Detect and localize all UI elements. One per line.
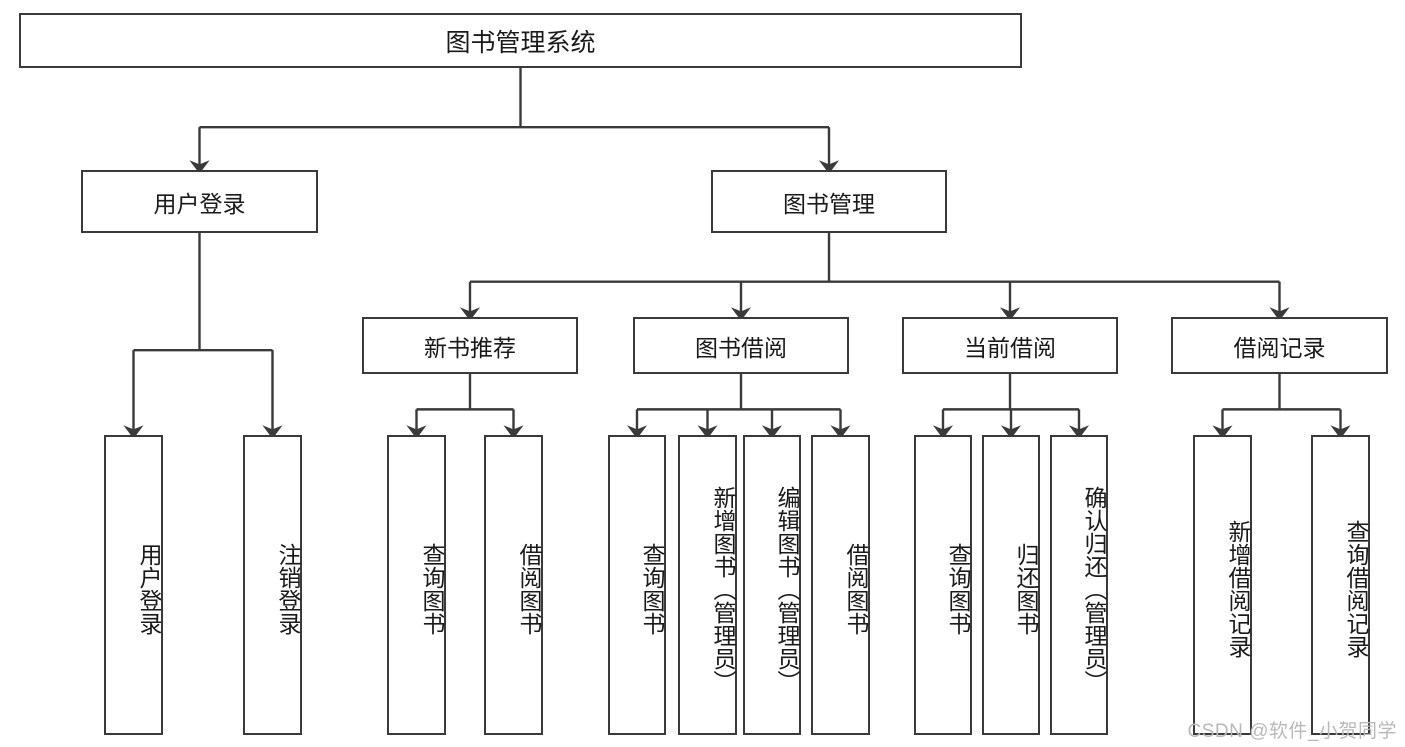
- node-current-borrow[interactable]: 当前借阅: [902, 317, 1118, 374]
- csdn-watermark: CSDN @软件_小贺同学: [1187, 721, 1397, 742]
- node-label: 新增图书（管理员）: [710, 485, 736, 693]
- node-label: 用户登录: [136, 543, 162, 635]
- node-borrow-record[interactable]: 借阅记录: [1171, 317, 1388, 374]
- node-label: 新增借阅记录: [1225, 520, 1251, 658]
- connector-lines: [123, 68, 1351, 439]
- node-leaf-borrow-book-2[interactable]: 借阅图书: [811, 435, 870, 735]
- node-label: 图书借阅: [695, 334, 787, 361]
- node-root[interactable]: 图书管理系统: [19, 13, 1022, 68]
- node-label: 图书管理: [783, 190, 875, 217]
- node-leaf-add-book[interactable]: 新增图书（管理员）: [678, 435, 737, 735]
- node-label: 图书管理系统: [445, 28, 596, 57]
- node-leaf-edit-book[interactable]: 编辑图书（管理员）: [743, 435, 801, 735]
- node-leaf-return-book[interactable]: 归还图书: [982, 435, 1040, 735]
- node-user-login[interactable]: 用户登录: [81, 170, 318, 233]
- node-label: 注销登录: [275, 543, 301, 635]
- node-leaf-add-record[interactable]: 新增借阅记录: [1193, 435, 1252, 735]
- node-label: 借阅记录: [1233, 334, 1326, 361]
- node-label: 用户登录: [153, 190, 246, 217]
- node-leaf-query-book-1[interactable]: 查询图书: [387, 435, 446, 735]
- node-new-book-rec[interactable]: 新书推荐: [362, 317, 578, 374]
- node-book-borrow[interactable]: 图书借阅: [633, 317, 849, 374]
- node-label: 借阅图书: [843, 543, 869, 635]
- node-label: 新书推荐: [424, 334, 516, 361]
- node-leaf-confirm-return[interactable]: 确认归还（管理员）: [1050, 435, 1108, 735]
- node-label: 查询图书: [419, 543, 445, 635]
- node-leaf-borrow-book-1[interactable]: 借阅图书: [484, 435, 543, 735]
- node-leaf-query-book-3[interactable]: 查询图书: [914, 435, 972, 735]
- node-label: 查询图书: [945, 543, 971, 635]
- node-label: 归还图书: [1013, 543, 1039, 635]
- node-label: 编辑图书（管理员）: [774, 485, 800, 693]
- node-label: 查询借阅记录: [1343, 520, 1369, 658]
- node-label: 借阅图书: [516, 543, 542, 635]
- node-book-manage[interactable]: 图书管理: [711, 170, 947, 233]
- node-label: 查询图书: [639, 543, 665, 635]
- node-label: 当前借阅: [964, 334, 1056, 361]
- node-leaf-query-book-2[interactable]: 查询图书: [608, 435, 666, 735]
- node-leaf-user-login[interactable]: 用户登录: [104, 435, 163, 735]
- node-leaf-query-record[interactable]: 查询借阅记录: [1311, 435, 1370, 735]
- node-leaf-user-logout[interactable]: 注销登录: [243, 435, 302, 735]
- node-label: 确认归还（管理员）: [1081, 485, 1107, 693]
